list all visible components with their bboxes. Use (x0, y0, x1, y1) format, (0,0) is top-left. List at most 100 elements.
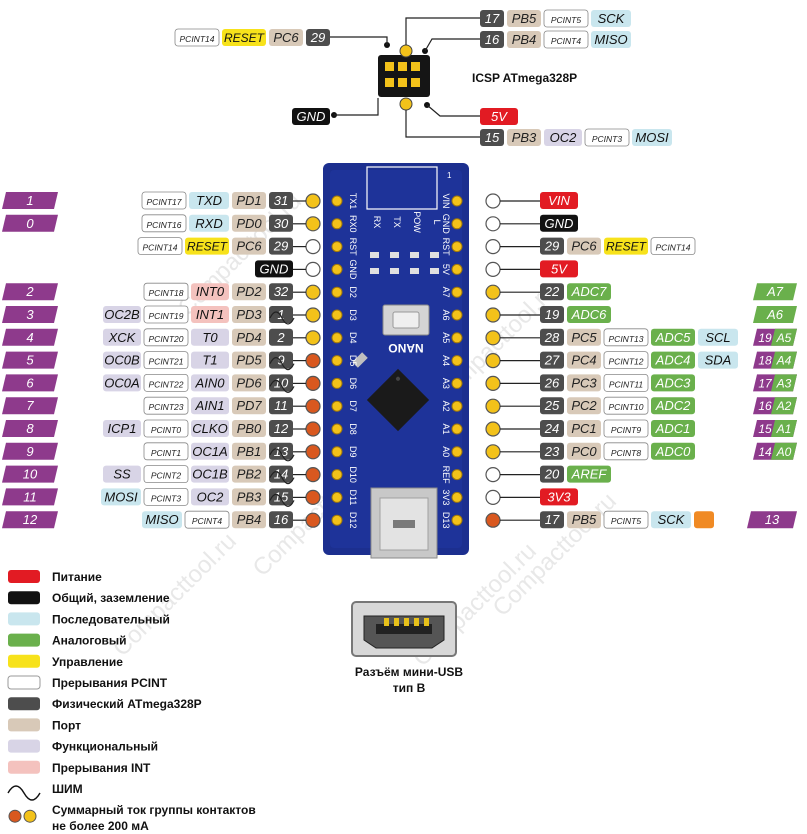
silk-left: D12 (348, 512, 358, 529)
pin-label-text: PCINT22 (149, 379, 184, 389)
pin-label-text: ADC4 (655, 353, 691, 368)
pin-label-text: PCINT14 (180, 34, 215, 44)
pin-label-text: 29 (310, 30, 325, 45)
pin-label-text: ADC3 (655, 375, 691, 390)
pin-label-text: OC0B (104, 353, 140, 368)
left-pad (331, 195, 343, 207)
pin-label-chip: 17 (540, 511, 564, 529)
left-pad (331, 218, 343, 230)
pin-label-chip: PB2 (232, 465, 266, 483)
legend-label: Общий, заземление (52, 591, 170, 605)
right-pin-marker (485, 375, 501, 391)
pin-label-chip: ADC3 (651, 374, 695, 392)
pin-label-chip: 10 (269, 374, 293, 392)
pin-label-text: RESET (224, 31, 266, 45)
arduino-digital-number: 0 (2, 214, 58, 232)
arduino-digital-number: 3 (2, 306, 58, 323)
arduino-digital-text: 11 (23, 489, 37, 504)
left-pin-marker (305, 284, 321, 300)
legend-item: ШИМ (7, 782, 83, 801)
pin-label-text: PC5 (571, 330, 597, 345)
right-pin-marker (485, 353, 501, 369)
led (410, 252, 419, 258)
arduino-analog-number: A7 (753, 283, 797, 301)
pin-label-chip: PB4 (232, 511, 266, 529)
right-pin-marker (485, 489, 501, 505)
pin-label-text: GND (260, 261, 289, 276)
pin-label-text: 5V (551, 261, 568, 276)
legend-swatch (8, 697, 40, 711)
pin-label-chip: PD1 (232, 192, 266, 209)
pin-label-text: PCINT4 (192, 516, 223, 526)
led-label: TX (392, 216, 402, 228)
pwm-icon (269, 357, 295, 371)
pin-label-text: PCINT14 (143, 243, 178, 253)
pin-label-text: 10 (274, 375, 289, 390)
pin-label-chip: ADC4 (651, 351, 695, 369)
silk-right: A4 (441, 355, 451, 366)
pin-label-text: PCINT14 (656, 243, 691, 253)
current-group-icon (8, 809, 22, 823)
pin-label-text: INT1 (196, 307, 224, 322)
arduino-pin-text: 16 (758, 399, 772, 413)
pin-label-chip: SCK (651, 511, 691, 529)
pin-label-text: PCINT17 (147, 197, 182, 207)
arduino-digital-number: 6 (2, 374, 58, 392)
pin-label-chip: PC6 (232, 237, 266, 255)
legend-label: Прерывания PCINT (52, 676, 168, 690)
silk-right: A5 (441, 332, 451, 343)
pin-label-chip: PCINT14 (174, 28, 220, 47)
pin-label-text: 26 (544, 375, 560, 390)
pin-label-chip: PCINT10 (603, 396, 649, 415)
pin-label-text: PCINT5 (611, 516, 642, 526)
pin-label-text: RESET (606, 240, 648, 254)
pin-label-chip: ADC7 (567, 283, 611, 301)
pin-label-text: PC2 (571, 398, 597, 413)
pin-label-chip: 1 (269, 306, 293, 323)
left-pad (331, 309, 343, 321)
pin-label-chip: OC2 (191, 488, 229, 506)
header-pin-one-label: 1 (447, 171, 452, 180)
pin-label-chip: MISO (591, 31, 631, 48)
usb-contact (414, 618, 419, 626)
pwm-icon (269, 311, 295, 325)
left-pin-marker (305, 375, 321, 391)
legend-item: Питание (8, 570, 102, 584)
pin-label-chip: GND (292, 108, 330, 125)
arduino-pin-text: A1 (776, 422, 792, 436)
pin-label-text: 31 (274, 193, 288, 208)
pin-label-chip: PB1 (232, 442, 266, 460)
led (430, 252, 439, 258)
pin-label-chip: 14 (269, 465, 293, 483)
left-pad (331, 241, 343, 253)
pin-label-chip: OC0A (103, 374, 141, 392)
pin-label-chip: PB5 (567, 511, 601, 529)
silk-right: GND (441, 214, 451, 235)
right-pin-marker (485, 512, 501, 528)
left-pin-marker (305, 398, 321, 414)
legend-swatch (8, 591, 40, 605)
pin-label-text: PCINT19 (149, 311, 184, 321)
pin-label-chip: PCINT17 (141, 191, 187, 210)
pin-label-text: PB4 (237, 512, 262, 527)
pin-label-chip: PB3 (232, 488, 266, 506)
pin-label-text: 17 (545, 512, 560, 527)
pin-label-chip: 2 (269, 328, 293, 346)
arduino-digital-text: 4 (26, 330, 33, 345)
pin-label-text: 16 (274, 512, 289, 527)
pin-label-chip: T0 (191, 328, 229, 346)
silk-left: D5 (348, 355, 358, 367)
silk-right: A1 (441, 423, 451, 434)
pin-label-chip: PB0 (232, 420, 266, 437)
pin-label-chip: 27 (540, 351, 564, 369)
pin-label-chip: PCINT11 (603, 373, 649, 392)
pin-label-text: ADC7 (571, 284, 607, 299)
silk-left: TX1 (348, 193, 358, 210)
silk-left: D2 (348, 286, 358, 298)
atmega-chip (366, 368, 430, 432)
